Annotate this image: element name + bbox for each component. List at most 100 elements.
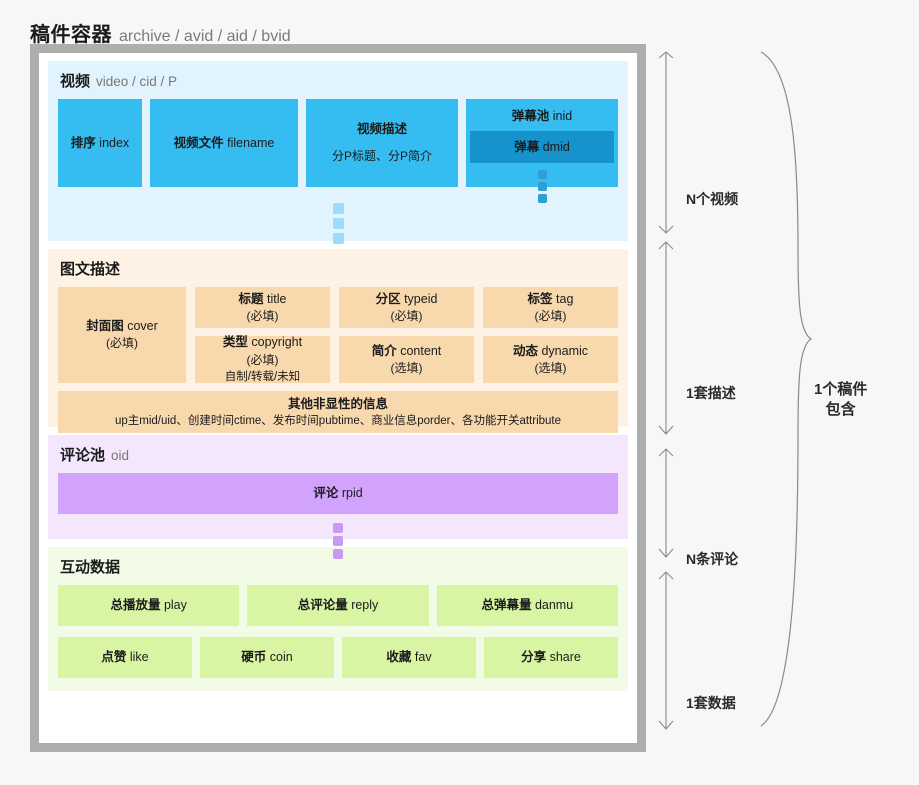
field-tag-label: 标签 tag [528, 290, 574, 308]
field-copyright-required: (必填) [246, 352, 279, 367]
section-interaction-title-cn: 互动数据 [60, 559, 121, 576]
annotation-brace-line1: 1个稿件 [814, 381, 868, 398]
field-play-en: play [163, 598, 187, 613]
field-coin: 硬币 coin [200, 637, 334, 678]
field-reply: 评论 rpid [58, 473, 618, 514]
annotation-description: 1套描述 [686, 385, 736, 401]
section-comment-title-en: oid [111, 448, 130, 463]
field-danmu-pool-en: inid [552, 109, 573, 123]
field-fav: 收藏 fav [342, 637, 476, 678]
field-reply-cn: 评论 [313, 486, 339, 501]
field-video-description-label: 视频描述 [357, 120, 407, 138]
archive-container-frame: 视频 video / cid / P 排序 index 视频文件 filenam… [30, 44, 646, 752]
page-title-cn: 稿件容器 [30, 24, 112, 46]
field-danmu-item-en: dmid [542, 140, 570, 155]
field-fav-en: fav [414, 650, 432, 665]
dot-icon [332, 233, 344, 244]
field-tag-en: tag [556, 291, 574, 306]
section-video: 视频 video / cid / P 排序 index 视频文件 filenam… [48, 61, 628, 244]
section-video-header: 视频 video / cid / P [60, 70, 618, 91]
field-total-reply-label: 总评论量 reply [298, 596, 379, 614]
section-interaction: 互动数据 总播放量 play 总评论量 reply [48, 547, 628, 691]
field-title-cn: 标题 [238, 291, 264, 306]
field-index-en: index [99, 135, 130, 150]
field-copyright-label: 类型 copyright [223, 333, 302, 351]
field-total-danmu: 总弹幕量 danmu [436, 585, 618, 626]
description-columns: 标题 title (必填) 分区 typeid (必填) [195, 287, 618, 383]
field-like-label: 点赞 like [101, 648, 148, 666]
field-tag-required: (必填) [534, 308, 567, 323]
field-reply-label: 评论 rpid [313, 484, 362, 502]
danmu-repeat-dots [537, 170, 547, 204]
dot-icon [537, 182, 547, 192]
archive-container-inner: 视频 video / cid / P 排序 index 视频文件 filenam… [48, 61, 628, 734]
field-like: 点赞 like [58, 637, 192, 678]
field-index-cn: 排序 [70, 135, 96, 150]
field-dynamic-cn: 动态 [512, 343, 538, 358]
field-dynamic-label: 动态 dynamic [513, 342, 588, 360]
field-typeid: 分区 typeid (必填) [339, 287, 474, 328]
field-content-required: (选填) [390, 360, 423, 375]
field-danmu-pool-label: 弹幕池 inid [512, 107, 572, 125]
annotation-panel: N个视频 1套描述 N条评论 1套数据 1个稿件 包含 [646, 44, 919, 752]
field-total-danmu-en: danmu [534, 598, 574, 613]
field-content-en: content [400, 343, 442, 358]
field-share-label: 分享 share [521, 648, 581, 666]
field-cover-required: (必填) [106, 336, 138, 351]
field-danmu-item: 弹幕 dmid [470, 131, 614, 164]
field-content-cn: 简介 [371, 343, 397, 358]
description-main-row: 封面图 cover (必填) 标题 title [58, 287, 618, 383]
interaction-row-2: 点赞 like 硬币 coin 收藏 fav [58, 637, 618, 678]
field-danmu-pool: 弹幕池 inid 弹幕 dmid [466, 99, 618, 204]
field-title-en: title [267, 291, 287, 306]
field-total-danmu-cn: 总弹幕量 [481, 598, 532, 613]
field-video-description-sub: 分P标题、分P简介 [331, 149, 432, 164]
field-share-en: share [549, 650, 581, 665]
section-comment: 评论池 oid 评论 rpid [48, 435, 628, 559]
field-content-label: 简介 content [372, 342, 442, 360]
field-total-reply-en: reply [351, 598, 379, 613]
field-dynamic-en: dynamic [541, 343, 589, 358]
dot-icon [332, 203, 344, 214]
video-field-row: 排序 index 视频文件 filename 视频描述 [58, 99, 618, 204]
field-cover: 封面图 cover (必填) [58, 287, 186, 383]
section-comment-title-cn: 评论池 [60, 447, 106, 464]
field-copyright-cn: 类型 [222, 335, 248, 350]
video-repeat-dots [58, 203, 618, 244]
description-row-2: 类型 copyright (必填) 自制/转载/未知 简介 content [195, 333, 618, 383]
section-description-title-cn: 图文描述 [60, 261, 121, 278]
field-other-detail: up主mid/uid、创建时间ctime、发布时间pubtime、商业信息por… [114, 414, 562, 427]
field-filename-cn: 视频文件 [173, 135, 224, 150]
field-copyright-en: copyright [251, 335, 303, 350]
field-share-cn: 分享 [521, 650, 547, 665]
field-index-label: 排序 index [71, 134, 129, 152]
field-cover-label: 封面图 cover [86, 317, 158, 335]
field-like-en: like [129, 650, 149, 665]
field-dynamic: 动态 dynamic (选填) [483, 336, 618, 383]
field-tag: 标签 tag (必填) [483, 287, 618, 328]
annotation-video: N个视频 [686, 191, 739, 207]
field-typeid-label: 分区 typeid [376, 290, 438, 308]
field-title-required: (必填) [246, 308, 279, 323]
dot-icon [332, 218, 344, 229]
field-share: 分享 share [484, 637, 618, 678]
field-video-description-cn: 视频描述 [356, 122, 407, 137]
field-like-cn: 点赞 [101, 650, 127, 665]
field-reply-en: rpid [341, 486, 363, 501]
field-total-reply-cn: 总评论量 [297, 598, 348, 613]
section-description: 图文描述 封面图 cover (必填) [48, 249, 628, 433]
section-video-title-cn: 视频 [60, 73, 91, 90]
field-total-danmu-label: 总弹幕量 danmu [481, 596, 573, 614]
annotation-comment: N条评论 [686, 551, 739, 567]
section-interaction-header: 互动数据 [60, 556, 618, 577]
field-tag-cn: 标签 [527, 291, 553, 306]
field-dynamic-required: (选填) [534, 360, 567, 375]
section-description-header: 图文描述 [60, 258, 618, 279]
field-cover-cn: 封面图 [86, 319, 124, 334]
field-total-reply: 总评论量 reply [247, 585, 429, 626]
field-coin-en: coin [269, 650, 293, 665]
dot-icon [333, 523, 343, 533]
field-fav-label: 收藏 fav [386, 648, 431, 666]
field-danmu-pool-cn: 弹幕池 [511, 109, 550, 123]
field-coin-label: 硬币 coin [241, 648, 292, 666]
